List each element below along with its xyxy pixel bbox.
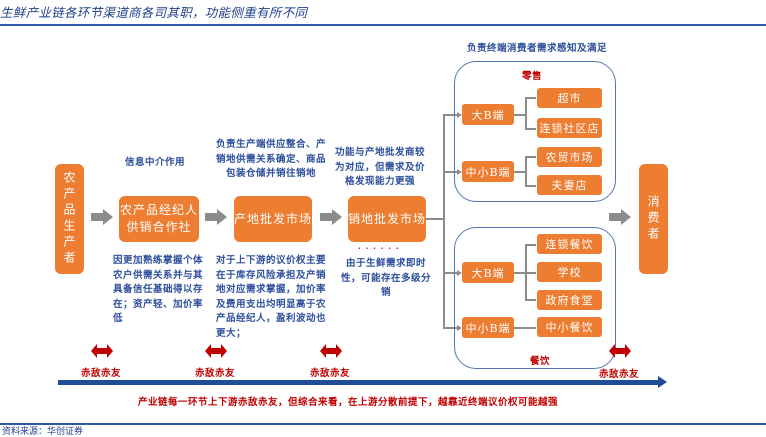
catering-channel-box: 政府食堂 xyxy=(537,290,602,310)
catering-group-label: 餐饮 xyxy=(530,356,551,367)
retail-channel-box: 连锁社区店 xyxy=(537,118,602,138)
catering-group xyxy=(454,227,616,369)
connector-line xyxy=(443,327,458,329)
broker-role-note: 信息中介作用 xyxy=(124,157,185,168)
double-arrow-icon xyxy=(205,344,227,358)
connector-line xyxy=(525,156,536,158)
retail-channel-box: 农贸市场 xyxy=(537,147,602,167)
double-arrow-icon xyxy=(320,344,342,358)
connector-line xyxy=(525,97,536,99)
relation-label: 赤敌赤友 xyxy=(81,368,122,379)
page-title: 生鲜产业链各环节渠道商各司其职，功能侧重有所不同 xyxy=(0,5,308,20)
retail-small-b-box: 中小B端 xyxy=(462,161,514,182)
relation-label: 赤敌赤友 xyxy=(195,368,236,379)
origin-market-role-note: 负责生产端供应整合、产销地供需关系确定、商品包装仓储并销往销地 xyxy=(216,139,327,179)
title-divider xyxy=(0,24,766,26)
retail-group xyxy=(454,61,616,202)
connector-line xyxy=(525,299,536,301)
catering-channel-box: 学校 xyxy=(537,262,602,282)
catering-channel-box: 连锁餐饮 xyxy=(537,234,602,254)
catering-big-b-box: 大B端 xyxy=(462,262,514,283)
connector-line xyxy=(525,244,536,246)
catering-channel-box: 中小餐饮 xyxy=(537,317,602,337)
arrowhead-icon xyxy=(457,112,462,118)
connector-line xyxy=(525,128,536,130)
conclusion-text: 产业链每一环节上下游赤敌赤友，但综合来看，在上游分散前提下，越靠近终端议价权可能… xyxy=(138,397,559,408)
connector-line xyxy=(443,114,458,116)
connector-line xyxy=(525,97,527,129)
flow-arrow-icon xyxy=(91,209,113,225)
flow-arrow-icon xyxy=(609,209,631,225)
axis-arrowhead-icon xyxy=(658,376,667,388)
sales-market-description: 由于生鲜需求即时性，可能存在多级分销 xyxy=(340,258,431,298)
origin-market-box: 产地批发市场 xyxy=(234,196,312,242)
relation-label: 赤敌赤友 xyxy=(310,368,351,379)
double-arrow-icon xyxy=(609,344,631,358)
connector-line xyxy=(426,218,444,220)
terminal-role-note: 负责终端消费者需求感知及满足 xyxy=(466,43,607,54)
connector-line xyxy=(514,114,526,116)
connector-line xyxy=(514,171,526,173)
retail-group-label: 零售 xyxy=(522,71,543,82)
relation-label: 赤敌赤友 xyxy=(599,369,640,380)
broker-description: 因更加熟练掌握个体农户供需关系并与其具备信任基础得以存在；资产轻、加价率低 xyxy=(113,255,204,324)
connector-line xyxy=(525,272,536,274)
flow-arrow-icon xyxy=(205,209,227,225)
arrowhead-icon xyxy=(457,270,462,276)
catering-small-b-box: 中小B端 xyxy=(462,317,514,338)
broker-box: 农产品经纪人 供销合作社 xyxy=(119,196,199,242)
retail-big-b-box: 大B端 xyxy=(462,104,514,125)
connector-line xyxy=(525,156,527,186)
double-arrow-icon xyxy=(91,344,113,358)
multi-level-dots: · · · · · · xyxy=(358,243,400,253)
source-note: 资料来源：华创证券 xyxy=(2,427,84,437)
connector-line xyxy=(443,171,458,173)
connector-line xyxy=(514,327,536,329)
connector-line xyxy=(443,272,458,274)
arrowhead-icon xyxy=(457,325,462,331)
arrowhead-icon xyxy=(457,169,462,175)
connector-line xyxy=(525,185,536,187)
flow-arrow-icon xyxy=(320,209,342,225)
connector-trunk xyxy=(443,114,445,328)
connector-line xyxy=(514,272,526,274)
sales-market-role-note: 功能与产地批发商较为对应，但需求及价格发现能力更强 xyxy=(334,147,425,187)
value-chain-axis xyxy=(58,380,660,385)
footer-divider xyxy=(0,423,766,425)
sales-market-box: 销地批发市场 xyxy=(348,196,426,242)
origin-market-description: 对于上下游的议价权主要在于库存风险承担及产销地对应需求掌握，加价率及费用支出均明… xyxy=(216,255,327,339)
retail-channel-box: 超市 xyxy=(537,88,602,108)
retail-channel-box: 夫妻店 xyxy=(537,175,602,195)
producer-box: 农产品生产者 xyxy=(55,164,84,274)
consumer-box: 消费者 xyxy=(639,164,668,274)
